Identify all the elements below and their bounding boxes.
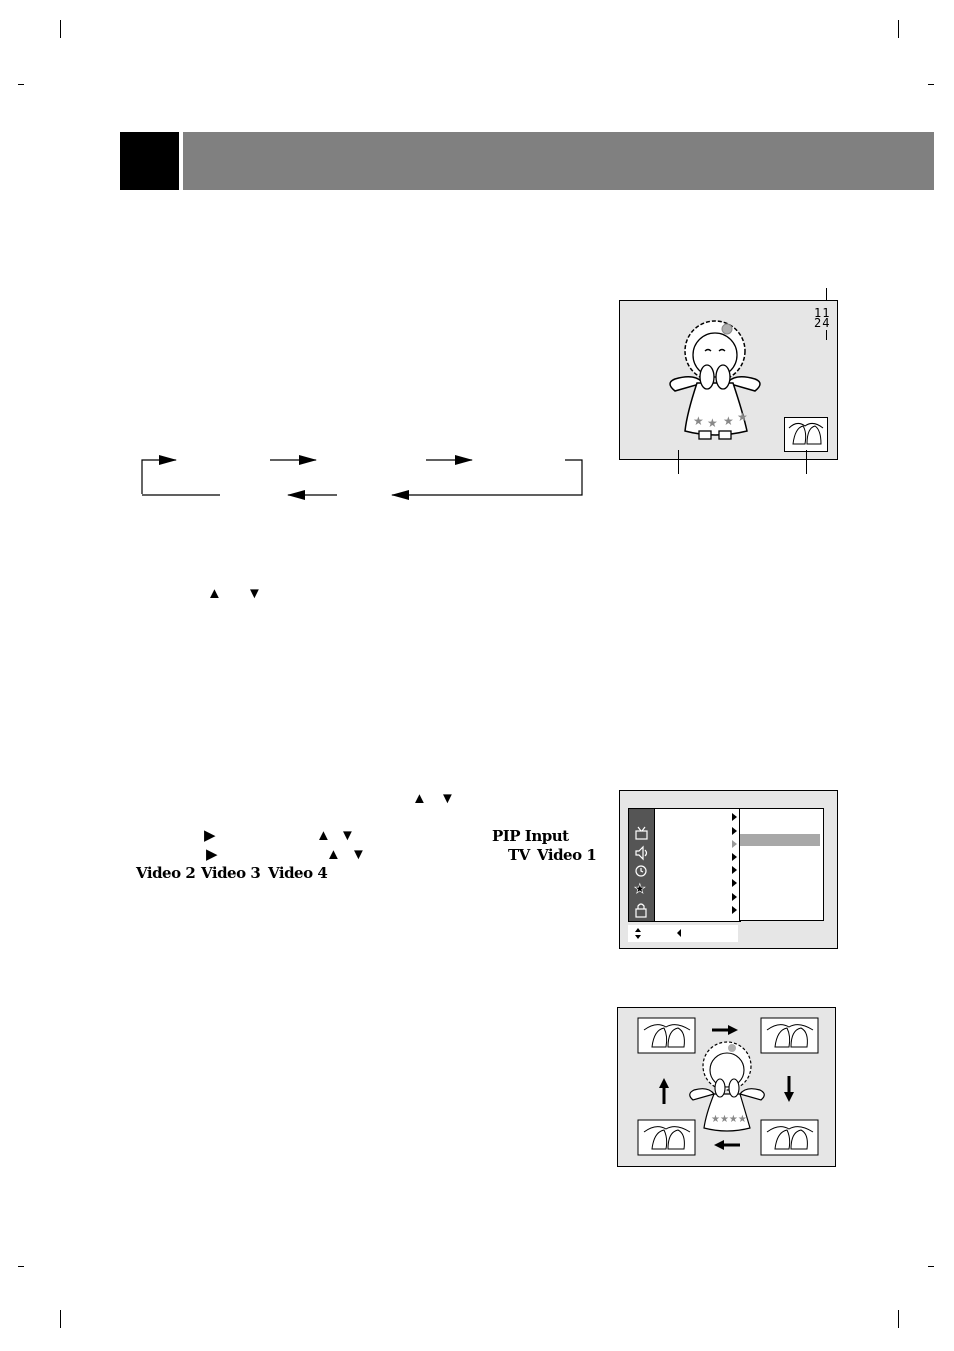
pip-corner-bottom-left bbox=[637, 1119, 696, 1156]
svg-text:★: ★ bbox=[707, 416, 718, 430]
svg-text:★: ★ bbox=[634, 881, 646, 896]
left-icon bbox=[677, 929, 681, 937]
channel-number-bottom: 24 bbox=[814, 316, 831, 330]
osd-icons: ★ bbox=[634, 826, 648, 918]
osd-icon-column: ★ bbox=[628, 808, 655, 922]
speaker-icon bbox=[635, 845, 648, 861]
svg-text:★: ★ bbox=[693, 414, 704, 428]
pip-corner-top-left bbox=[637, 1017, 696, 1054]
video3-label: Video 3 bbox=[201, 864, 261, 882]
submenu-arrows bbox=[732, 813, 737, 914]
video1-label: Video 1 bbox=[537, 846, 597, 864]
channel-number-top: 11 bbox=[814, 306, 831, 320]
pip-position-figure: ★★★★ bbox=[617, 1007, 836, 1167]
angel-illustration: ★ ★ ★ ★ bbox=[669, 320, 761, 440]
osd-menu-figure: ★ bbox=[619, 790, 838, 949]
pip-screen-figure: ★ ★ ★ ★ 11 24 bbox=[619, 300, 838, 460]
arrow-down-icon: ▼ bbox=[440, 790, 455, 807]
callout-line bbox=[826, 288, 827, 300]
crop-mark bbox=[60, 20, 61, 38]
arrow-up-icon: ▲ bbox=[316, 827, 331, 844]
crop-mark bbox=[898, 1310, 899, 1328]
osd-menu-list bbox=[654, 808, 741, 922]
clock-icon bbox=[635, 865, 647, 877]
crop-mark bbox=[928, 1266, 934, 1267]
pip-position-diagram: ★★★★ bbox=[637, 1017, 819, 1156]
osd-submenu-panel bbox=[740, 808, 824, 921]
section-title-bar bbox=[183, 132, 934, 190]
channel-number-display: 11 24 bbox=[814, 306, 831, 330]
arrow-down-icon: ▼ bbox=[351, 846, 366, 863]
svg-text:★★★★: ★★★★ bbox=[711, 1114, 747, 1125]
star-icon: ★ bbox=[634, 881, 646, 897]
osd-help-bar bbox=[628, 925, 738, 942]
arrow-down-icon: ▼ bbox=[247, 585, 262, 602]
arrow-up-icon: ▲ bbox=[207, 585, 222, 602]
bells-icon bbox=[788, 422, 824, 445]
callout-line bbox=[806, 450, 807, 474]
pip-subpicture bbox=[784, 417, 828, 452]
callout-line bbox=[826, 330, 827, 340]
updown-icon bbox=[635, 928, 641, 939]
osd-selected-item bbox=[740, 834, 820, 846]
lock-icon bbox=[635, 903, 647, 918]
svg-text:★: ★ bbox=[723, 414, 734, 428]
crop-mark bbox=[18, 1266, 24, 1267]
tv-label: TV bbox=[508, 846, 530, 864]
crop-mark bbox=[928, 84, 934, 85]
arrow-right-icon: ▶ bbox=[204, 827, 216, 844]
arrow-down-icon: ▼ bbox=[340, 827, 355, 844]
tv-icon bbox=[635, 826, 648, 840]
arrow-right-icon: ▶ bbox=[206, 846, 218, 863]
pip-corner-top-right bbox=[760, 1017, 819, 1054]
crop-mark bbox=[60, 1310, 61, 1328]
video4-label: Video 4 bbox=[268, 864, 328, 882]
angel-illustration: ★★★★ bbox=[689, 1041, 765, 1132]
pip-corner-bottom-right bbox=[760, 1119, 819, 1156]
pip-size-cycle-diagram bbox=[141, 455, 583, 500]
svg-text:★: ★ bbox=[737, 410, 748, 424]
arrow-up-icon: ▲ bbox=[412, 790, 427, 807]
crop-mark bbox=[18, 84, 24, 85]
video2-label: Video 2 bbox=[136, 864, 196, 882]
arrow-up-icon: ▲ bbox=[326, 846, 341, 863]
flow-arrow bbox=[141, 455, 177, 494]
osd-help-icons bbox=[635, 928, 681, 939]
callout-line bbox=[678, 450, 679, 474]
pip-input-label: PIP Input bbox=[492, 827, 569, 845]
section-number-block bbox=[120, 132, 179, 190]
flow-return-line bbox=[391, 459, 583, 500]
crop-mark bbox=[898, 20, 899, 38]
